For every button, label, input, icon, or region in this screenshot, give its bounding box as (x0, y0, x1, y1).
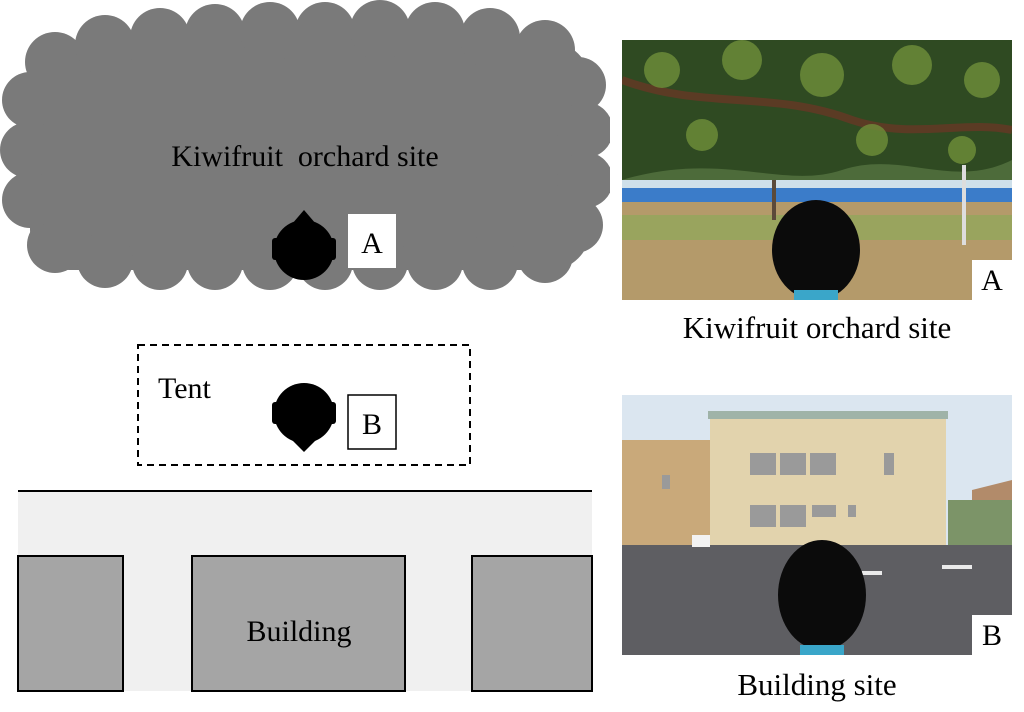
listener-head-b-icon (272, 383, 336, 452)
building-right (471, 555, 593, 692)
listener-head-a-icon (272, 210, 336, 280)
marker-b-label: B (362, 408, 382, 441)
photo-a-corner-label: A (972, 260, 1012, 300)
site-map-diagram: Kiwifruit orchard site A Tent B Building (0, 0, 610, 692)
orchard-cloud (0, 0, 610, 290)
tent-label: Tent (158, 372, 212, 405)
building-label: Building (246, 615, 351, 648)
tent-outline (137, 344, 471, 466)
orchard-label: Kiwifruit orchard site (171, 140, 438, 173)
marker-a-box (348, 214, 396, 268)
photo-b-corner-label: B (972, 615, 1012, 655)
orchard-photo: A (622, 40, 1012, 300)
photo-a-caption: Kiwifruit orchard site (682, 310, 952, 345)
building-photo: B (622, 395, 1012, 655)
building-center (191, 555, 406, 692)
marker-a-label: A (361, 227, 383, 260)
building-left (17, 555, 124, 692)
marker-b-box (347, 394, 397, 450)
photo-b-caption: Building site (737, 667, 897, 702)
